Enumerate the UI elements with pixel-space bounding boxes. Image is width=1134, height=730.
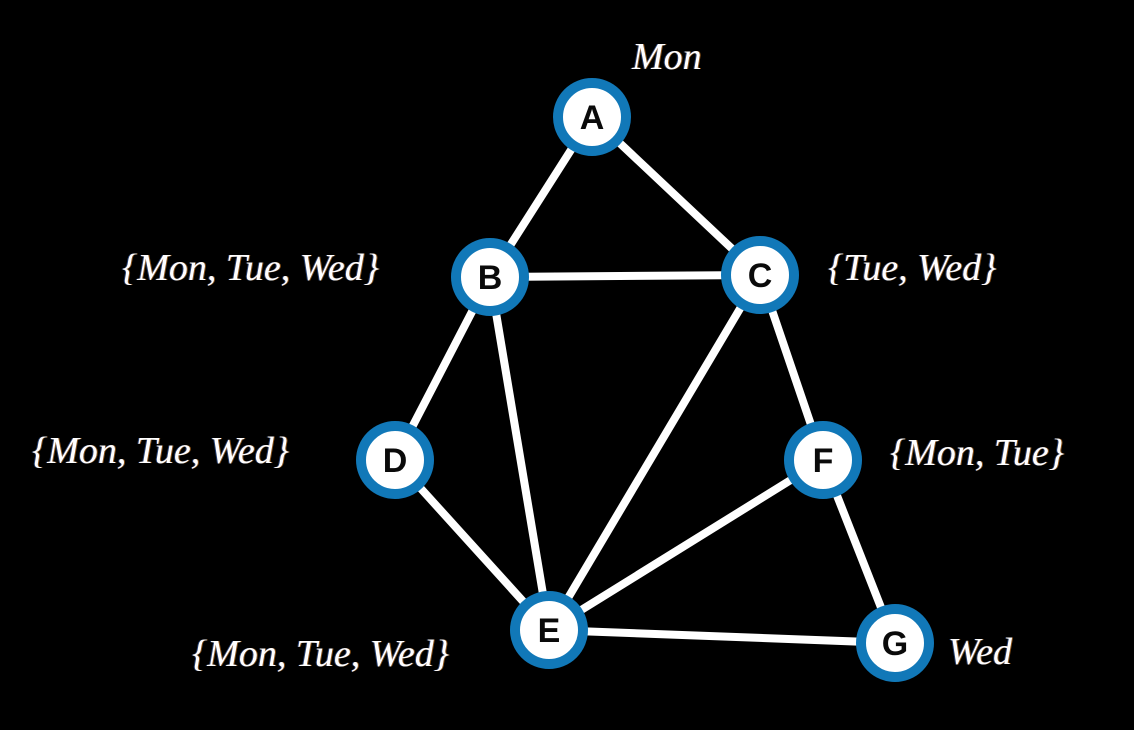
node-circle-a[interactable] xyxy=(553,78,631,156)
node-letter-c: C xyxy=(748,257,773,295)
node-circle-b[interactable] xyxy=(451,238,529,316)
edge-e-g xyxy=(548,626,896,647)
domain-label-a: Mon xyxy=(632,36,702,78)
node-circle-d[interactable] xyxy=(356,421,434,499)
edges-group xyxy=(391,114,899,647)
node-d[interactable]: D xyxy=(356,421,434,499)
node-letter-f: F xyxy=(813,442,834,480)
edge-b-e xyxy=(486,276,553,631)
node-g[interactable]: G xyxy=(856,604,934,682)
domain-label-e: {Mon, Tue, Wed} xyxy=(192,633,449,675)
node-circle-g[interactable] xyxy=(856,604,934,682)
node-circle-c[interactable] xyxy=(721,236,799,314)
edge-b-c xyxy=(489,271,761,281)
node-letter-g: G xyxy=(882,625,908,663)
domain-label-c: {Tue, Wed} xyxy=(828,247,997,289)
node-e[interactable]: E xyxy=(510,591,588,669)
node-letter-d: D xyxy=(383,442,408,480)
node-c[interactable]: C xyxy=(721,236,799,314)
node-letter-e: E xyxy=(538,612,561,650)
node-a[interactable]: A xyxy=(553,78,631,156)
node-letter-a: A xyxy=(580,99,605,137)
node-f[interactable]: F xyxy=(784,421,862,499)
domain-label-d: {Mon, Tue, Wed} xyxy=(32,430,289,472)
domain-label-g: Wed xyxy=(948,631,1013,673)
node-circle-f[interactable] xyxy=(784,421,862,499)
node-letter-b: B xyxy=(478,259,503,297)
edge-c-e xyxy=(545,272,764,633)
node-circle-e[interactable] xyxy=(510,591,588,669)
edge-e-f xyxy=(546,456,826,634)
nodes-group: A B C D E F G xyxy=(356,78,934,682)
domain-label-b: {Mon, Tue, Wed} xyxy=(122,247,379,289)
domain-label-f: {Mon, Tue} xyxy=(890,432,1064,474)
node-b[interactable]: B xyxy=(451,238,529,316)
